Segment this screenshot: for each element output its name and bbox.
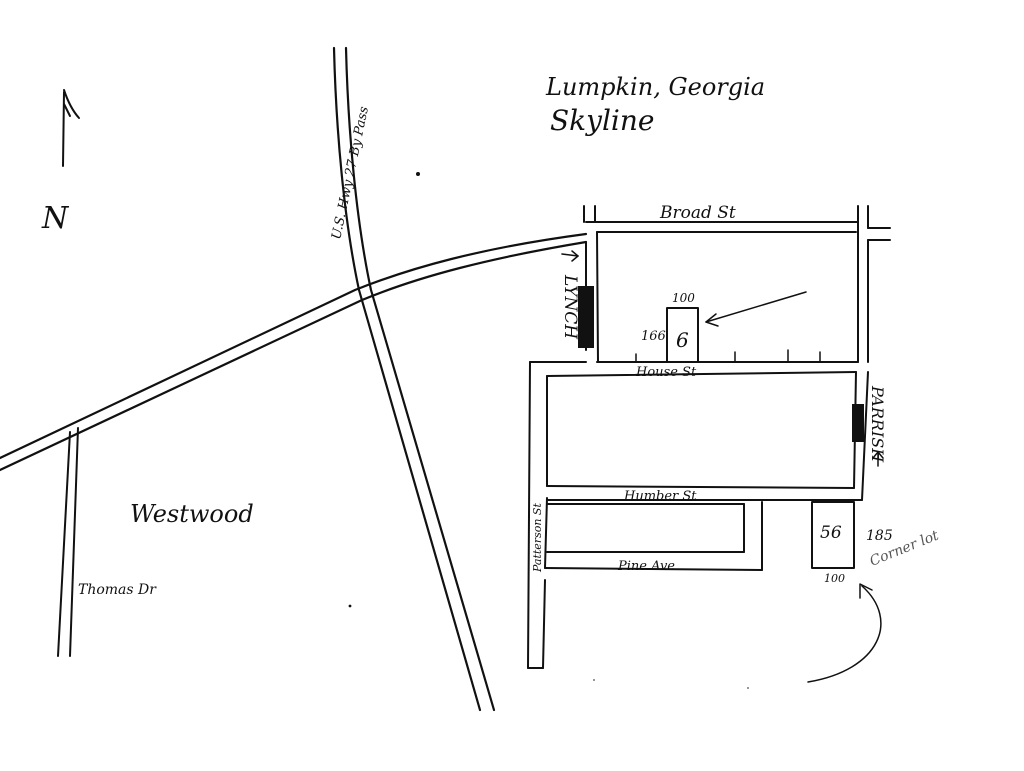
patterson-st-road — [527, 361, 548, 669]
highway-27-bypass — [332, 46, 496, 712]
lynch-label: LYNCH — [560, 274, 580, 340]
lynch-arrow-icon — [561, 250, 579, 262]
house-st-road — [529, 361, 857, 377]
map-title-line1: Lumpkin, Georgia — [545, 73, 765, 101]
lot-6 — [666, 307, 699, 363]
parrish-label: PARRISH — [868, 385, 887, 463]
pine-ave-road — [544, 567, 763, 571]
thomas-dr-label: Thomas Dr — [78, 582, 157, 598]
map-title-line2: Skyline — [550, 104, 654, 137]
lot-56-number: 56 — [820, 523, 842, 543]
north-label: N — [41, 201, 70, 236]
humber-st-label: Humber St — [623, 489, 697, 504]
lot-6-depth: 166 — [641, 329, 666, 344]
north-arrow-icon — [62, 89, 80, 167]
thomas-dr-road — [57, 427, 79, 657]
block-house-humber — [546, 375, 855, 489]
lot-56 — [811, 501, 855, 569]
scan-specks — [348, 172, 749, 689]
parrish-property-marker — [852, 404, 864, 442]
lot-56-depth: 185 — [866, 528, 893, 544]
broad-st-west-road — [0, 232, 588, 472]
westwood-label: Westwood — [130, 500, 254, 528]
block-broad-house — [596, 349, 859, 363]
pine-ave-label: Pine Ave — [617, 559, 675, 574]
lot-6-arrow-icon — [705, 291, 807, 327]
parrish-st-road — [853, 205, 869, 501]
lot-6-number: 6 — [676, 328, 689, 352]
broad-st-label: Broad St — [659, 203, 736, 223]
house-st-label: House St — [635, 365, 697, 380]
patterson-st-label: Patterson St — [531, 503, 544, 573]
block-humber-pine — [546, 501, 763, 571]
lot-56-frontage: 100 — [824, 572, 845, 585]
lot-56-arrow-icon — [807, 583, 882, 683]
lot-6-frontage: 100 — [672, 291, 695, 305]
lynch-property-marker — [578, 286, 594, 348]
parrish-arrow-icon — [872, 451, 884, 467]
broad-st-road — [585, 221, 891, 241]
highway-label: U.S. Hwy 27 By Pass — [329, 105, 372, 241]
